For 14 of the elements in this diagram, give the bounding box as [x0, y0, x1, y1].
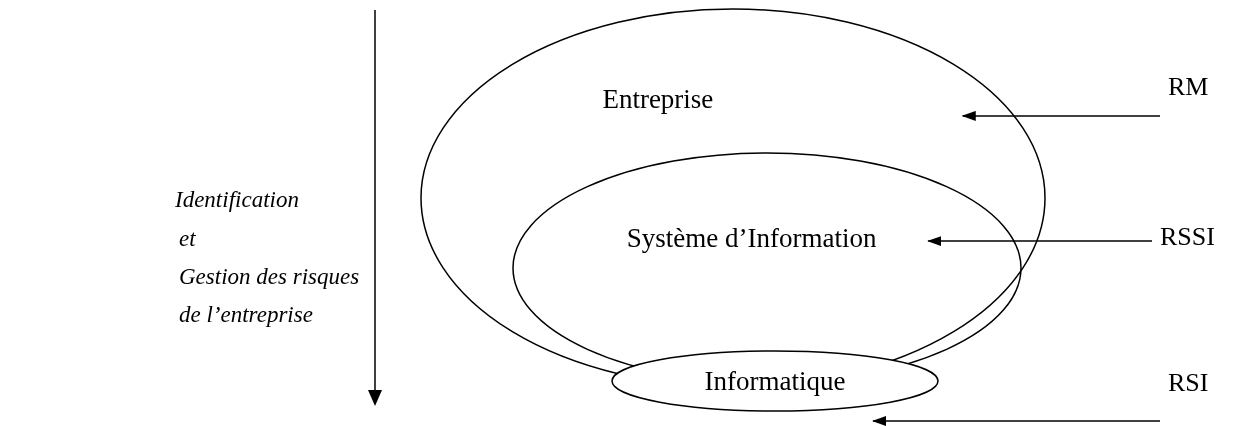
role-label: RM [1168, 74, 1209, 100]
role-label: RSI [1168, 370, 1209, 396]
side-note: de l’entreprise [179, 303, 313, 326]
arrow [961, 110, 1161, 121]
arrow [872, 416, 1161, 426]
side-note: et [179, 227, 196, 250]
node-label: Système d’Information [626, 224, 877, 252]
ellipse-node [611, 350, 939, 412]
side-note: Gestion des risques [179, 265, 360, 288]
role-label: RSSI [1160, 224, 1215, 250]
arrow [927, 236, 1153, 247]
node-label: Entreprise [602, 85, 714, 113]
node-label: Informatique [704, 367, 846, 395]
side-note: Identification [175, 188, 299, 211]
